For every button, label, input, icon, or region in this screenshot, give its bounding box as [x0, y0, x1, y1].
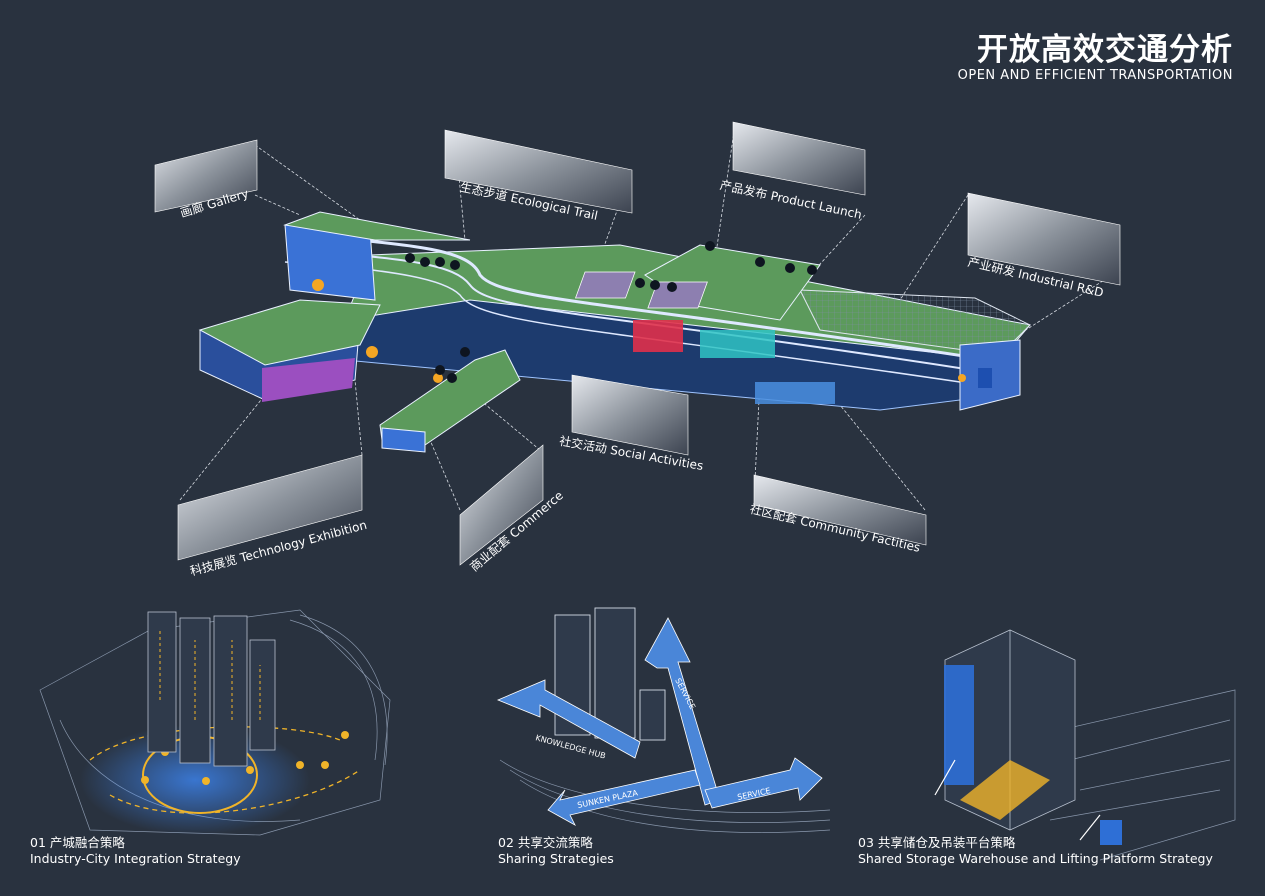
page-subtitle: OPEN AND EFFICIENT TRANSPORTATION [957, 68, 1233, 83]
red-accent-block [633, 320, 683, 352]
strategy-1-vignette [39, 609, 391, 836]
arrow-sunken-plaza [547, 769, 701, 826]
strategy-2-caption: 02 共享交流策略 Sharing Strategies [498, 835, 614, 867]
blue-lift-tower [944, 665, 974, 785]
strategy-3-caption: 03 共享储仓及吊装平台策略 Shared Storage Warehouse … [858, 835, 1213, 867]
photo-community-facilities [753, 474, 927, 546]
strategy-1-title-zh: 01 产城融合策略 [30, 835, 125, 850]
arrow-knowledge-hub [496, 679, 641, 759]
blue-accent-block [755, 382, 835, 404]
strategy-3-title-en: Shared Storage Warehouse and Lifting Pla… [858, 851, 1213, 866]
photo-technology-exhibition [177, 454, 363, 561]
storage-yellow-zone [960, 760, 1050, 820]
photo-gallery [154, 139, 258, 213]
strategy-2-title-zh: 02 共享交流策略 [498, 835, 593, 850]
photo-ecological-trail [444, 129, 633, 214]
photo-product-launch [732, 121, 866, 196]
strategy-2-vignette: KNOWLEDGE HUB SUNKEN PLAZA SERVICE SERVI… [496, 607, 831, 833]
strategy-1-caption: 01 产城融合策略 Industry-City Integration Stra… [30, 835, 241, 867]
arrow-service-right [704, 757, 823, 809]
photo-panels [154, 121, 1121, 566]
cyan-accent-block [700, 330, 775, 358]
strategy-3-vignette [934, 629, 1236, 861]
strategy-3-title-zh: 03 共享储仓及吊装平台策略 [858, 835, 1016, 850]
strategy-2-title-en: Sharing Strategies [498, 851, 614, 866]
strategy-1-title-en: Industry-City Integration Strategy [30, 851, 241, 866]
photo-commerce [459, 444, 544, 566]
purple-accent-block [262, 358, 355, 402]
photo-social-activities [571, 374, 689, 456]
main-building [198, 211, 1031, 453]
blue-container [1100, 820, 1122, 845]
page-title: 开放高效交通分析 [977, 32, 1233, 68]
photo-industrial-rnd [967, 192, 1121, 286]
